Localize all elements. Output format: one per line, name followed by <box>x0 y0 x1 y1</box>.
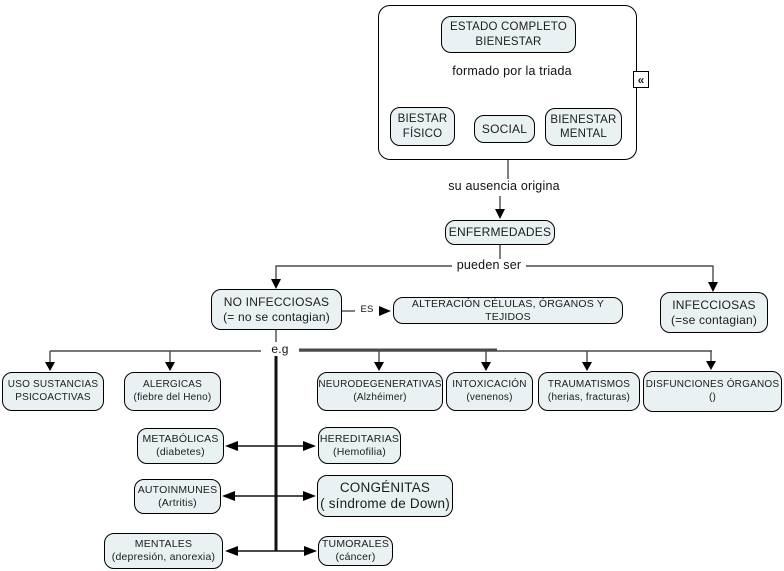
node-disfunciones-organos: DISFUNCIONES ÓRGANOS () <box>643 371 782 412</box>
node-neurodegenerativas: NEURODEGENERATIVAS (Alzhéimer) <box>317 372 443 411</box>
node-traumatismos: TRAUMATISMOS (herias, fracturas) <box>538 372 640 411</box>
link-label-formado-por-la-triada: formado por la triada <box>447 64 577 79</box>
node-social: SOCIAL <box>474 115 535 143</box>
node-uso-sustancias: USO SUSTANCIAS PSICOACTIVAS <box>2 372 104 411</box>
node-autoinmunes: AUTOINMUNES (Artritis) <box>134 479 221 514</box>
node-congenitas: CONGÉNITAS ( síndrome de Down) <box>317 475 453 517</box>
node-alteracion-celulas: ALTERACIÓN CÉLULAS, ÓRGANOS Y TEJIDOS <box>393 297 623 324</box>
node-no-infecciosas: NO INFECCIOSAS (= no se contagian) <box>211 289 342 330</box>
node-biestar-fisico: BIESTAR FÍSICO <box>390 107 455 146</box>
node-enfermedades: ENFERMEDADES <box>445 220 555 245</box>
node-alergicas: ALERGICAS (fiebre del Heno) <box>124 372 221 411</box>
node-infecciosas: INFECCIOSAS (=se contagian) <box>660 292 768 333</box>
node-tumorales: TUMORALES (cáncer) <box>318 536 393 566</box>
node-estado-completo-bienestar: ESTADO COMPLETO BIENESTAR <box>441 16 576 53</box>
link-label-es: ES <box>355 304 379 316</box>
collapse-toggle-icon[interactable]: « <box>633 71 649 88</box>
node-bienestar-mental: BIENESTAR MENTAL <box>545 108 622 146</box>
node-hereditarias: HEREDITARIAS (Hemofilia) <box>318 427 401 464</box>
link-label-eg: e.g <box>261 342 299 357</box>
node-metabolicas: METABÓLICAS (diabetes) <box>137 428 224 464</box>
link-label-su-ausencia-origina: su ausencia origina <box>442 179 566 194</box>
node-mentales: MENTALES (depresión, anorexia) <box>104 533 223 569</box>
link-label-pueden-ser: pueden ser <box>452 258 526 273</box>
node-intoxicacion: INTOXICACIÓN (venenos) <box>446 372 533 411</box>
